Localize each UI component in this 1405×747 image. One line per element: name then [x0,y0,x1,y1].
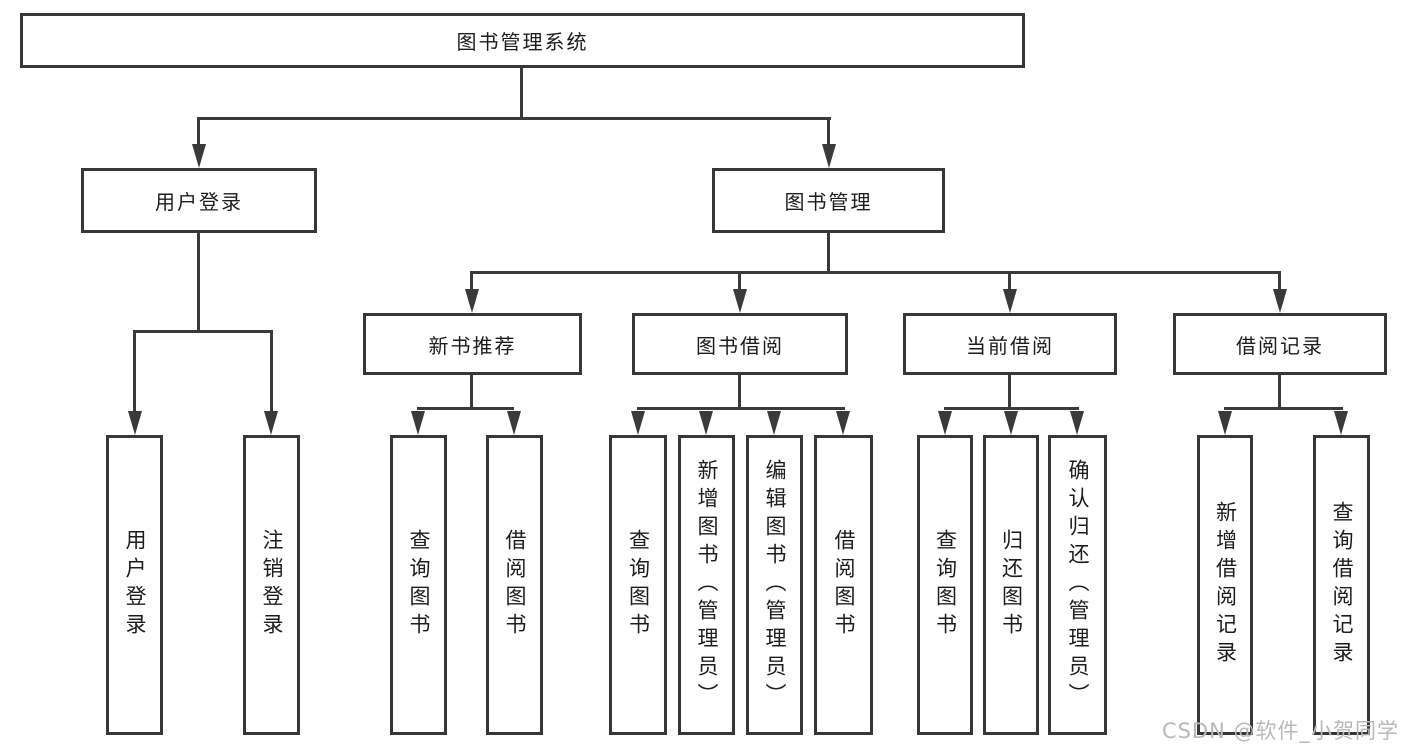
node-current-borrowing: 当前借阅 [903,313,1117,375]
connector-current-borrow-stem-line [1008,375,1011,410]
csdn-watermark: CSDN @软件_小贺同学 [1161,719,1399,743]
connector-current-borrow-split-line [944,407,1079,410]
arrow-down-icon [128,411,142,435]
arrow-down-icon [1273,289,1287,313]
connector-new-book-split-line [417,407,514,410]
connector-book-mgmt-drop-line [1278,271,1281,291]
connector-book-mgmt-drop-line [738,271,741,291]
arrow-down-icon [465,289,479,313]
connector-book-mgmt-drop-line [1008,271,1011,291]
leaf-label: 新增借阅记录 [1213,501,1238,669]
arrow-down-icon [938,411,952,435]
leaf-add-borrow-record: 新增借阅记录 [1197,435,1253,735]
leaf-label: 借阅图书 [503,529,527,641]
leaf-label: 查询图书 [626,529,651,641]
arrow-down-icon [1004,411,1018,435]
node-root-library-management-system: 图书管理系统 [20,13,1025,68]
node-new-book-recommendation: 新书推荐 [363,313,582,375]
connector-root-stem-line [520,68,523,118]
connector-new-book-stem-line [470,375,473,410]
leaf-confirm-return-admin: 确认归还（管理员） [1048,435,1107,735]
arrow-down-icon [264,411,278,435]
node-book-borrowing: 图书借阅 [632,313,848,375]
connector-book-borrow-split-line [637,407,845,410]
connector-user-login-drop-line [270,330,273,413]
connector-user-login-stem-line [197,233,200,333]
leaf-label: 确认归还（管理员） [1066,459,1090,711]
arrow-down-icon [631,411,645,435]
leaf-label: 查询图书 [407,529,431,641]
node-user-login: 用户登录 [81,168,317,233]
leaf-query-books: 查询图书 [390,435,447,735]
node-book-management: 图书管理 [712,168,945,233]
leaf-label: 编辑图书（管理员） [763,459,787,711]
leaf-label: 新增图书（管理员） [695,459,719,711]
arrow-down-icon [836,411,850,435]
arrow-down-icon [1218,411,1232,435]
leaf-query-borrow-record: 查询借阅记录 [1313,435,1370,735]
leaf-add-books-admin: 新增图书（管理员） [678,435,735,735]
leaf-user-login: 用户登录 [106,435,163,735]
arrow-down-icon [767,411,781,435]
leaf-logout: 注销登录 [243,435,300,735]
leaf-borrow-books: 借阅图书 [814,435,873,735]
arrow-down-icon [1334,411,1348,435]
connector-book-mgmt-drop-line [470,271,473,291]
node-borrowing-records: 借阅记录 [1173,313,1387,375]
connector-book-mgmt-stem-line [827,233,830,274]
arrow-down-icon [822,144,836,168]
arrow-down-icon [699,411,713,435]
leaf-return-books: 归还图书 [983,435,1039,735]
leaf-edit-books-admin: 编辑图书（管理员） [746,435,803,735]
arrow-down-icon [733,289,747,313]
connector-borrow-record-stem-line [1278,375,1281,410]
arrow-down-icon [1070,411,1084,435]
arrow-down-icon [192,144,206,168]
leaf-label: 注销登录 [260,529,284,641]
leaf-label: 借阅图书 [832,529,856,641]
connector-root-split-line [197,117,831,120]
arrow-down-icon [507,411,521,435]
leaf-query-books: 查询图书 [917,435,973,735]
leaf-label: 查询图书 [933,529,958,641]
leaf-query-books: 查询图书 [609,435,667,735]
leaf-label: 归还图书 [999,529,1024,641]
connector-borrow-record-split-line [1224,407,1343,410]
connector-root-drop-right-line [827,117,830,146]
leaf-borrow-books: 借阅图书 [486,435,543,735]
leaf-label: 查询借阅记录 [1330,501,1354,669]
arrow-down-icon [411,411,425,435]
connector-book-borrow-stem-line [738,375,741,410]
connector-user-login-drop-line [133,330,136,413]
leaf-label: 用户登录 [123,529,147,641]
connector-user-login-split-line [133,330,273,333]
connector-root-drop-left-line [197,117,200,146]
connector-book-mgmt-split-line [470,271,1281,274]
arrow-down-icon [1003,289,1017,313]
